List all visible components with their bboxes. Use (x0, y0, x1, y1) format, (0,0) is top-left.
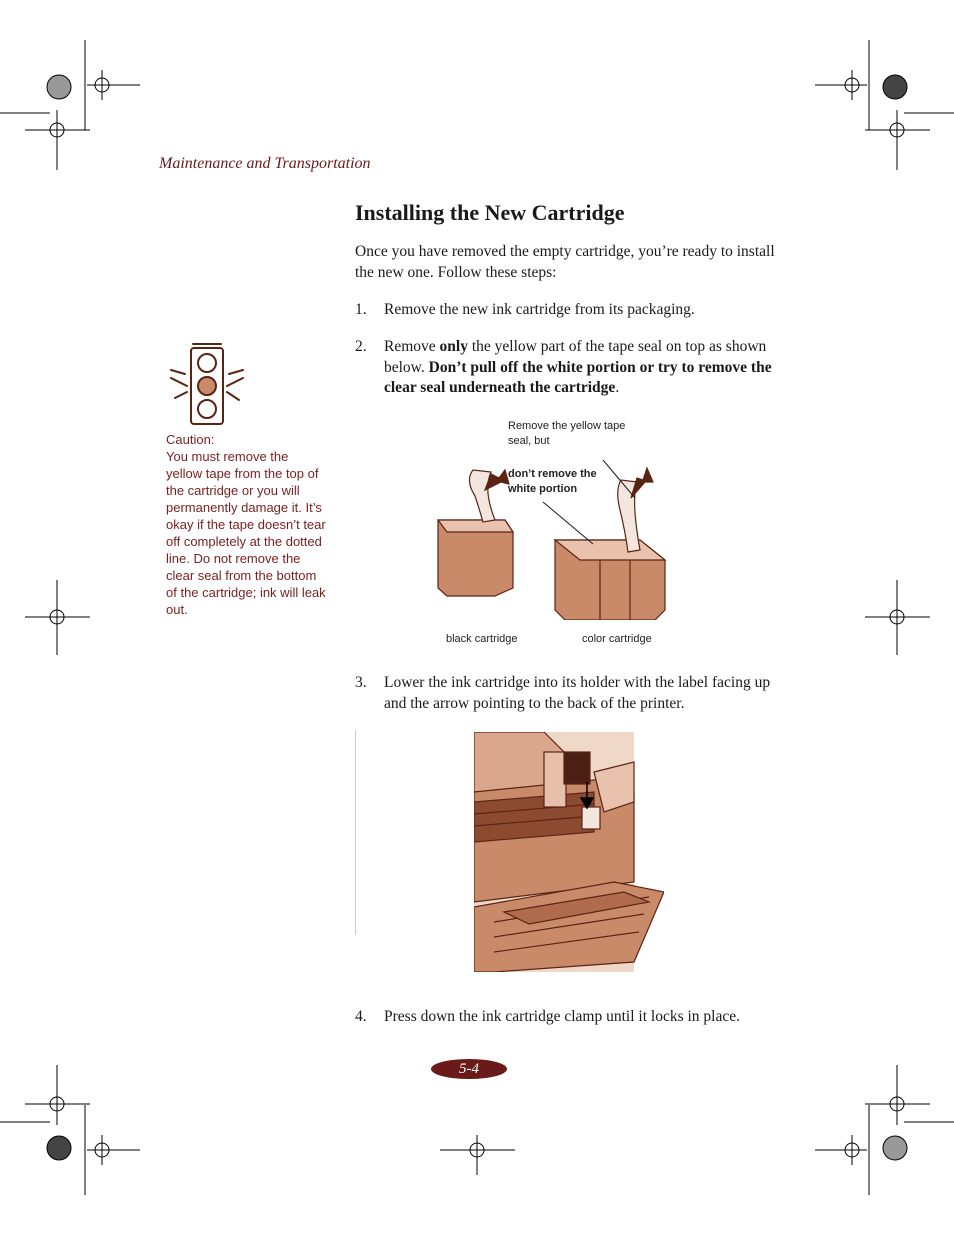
cartridge-figure (436, 460, 667, 620)
figure-divider (355, 730, 356, 935)
step-text: Remove the new ink cartridge from its pa… (384, 301, 695, 318)
step-text: Press down the ink cartridge clamp until… (384, 1008, 740, 1025)
figure-label-remove: Remove the yellow tape seal, but (508, 420, 626, 447)
figure-label-color-cartridge: color cartridge (582, 633, 652, 645)
figure-label-dont-remove: don’t remove the white portion (508, 468, 597, 495)
caution-traffic-light-icon (170, 343, 244, 425)
step-text-part: Remove (384, 338, 440, 355)
running-header: Maintenance and Transportation (159, 155, 371, 172)
figure-label-black-cartridge: black cartridge (446, 633, 518, 645)
step-text: Remove only the yellow part of the tape … (384, 337, 784, 399)
caution-text: You must remove the yellow tape from the… (166, 449, 326, 617)
step-number: 1. (355, 301, 367, 318)
caution-heading: Caution: (166, 432, 215, 447)
step-3: 3. Lower the ink cartridge into its hold… (355, 673, 785, 717)
section-title: Installing the New Cartridge (355, 200, 625, 225)
step-text-part: the yellow part of the tape seal on top … (384, 338, 767, 376)
caution-note: Caution: You must remove the yellow tape… (166, 431, 326, 618)
step-4: 4. Press down the ink cartridge clamp un… (355, 1007, 785, 1029)
step-emphasis: only (439, 338, 468, 355)
step-2: 2. Remove only the yellow part of the ta… (355, 337, 785, 399)
step-1: 1. Remove the new ink cartridge from its… (355, 300, 785, 322)
step-warning: Don’t pull off the white portion or try … (384, 358, 772, 397)
step-text-part: . (615, 379, 620, 396)
step-number: 3. (355, 674, 367, 691)
intro-paragraph: Once you have removed the empty cartridg… (355, 243, 775, 281)
printer-figure (474, 732, 664, 972)
step-number: 2. (355, 338, 367, 355)
page-number-badge: 5-4 (431, 1059, 507, 1079)
step-number: 4. (355, 1008, 367, 1025)
step-text: Lower the ink cartridge into its holder … (384, 674, 771, 712)
